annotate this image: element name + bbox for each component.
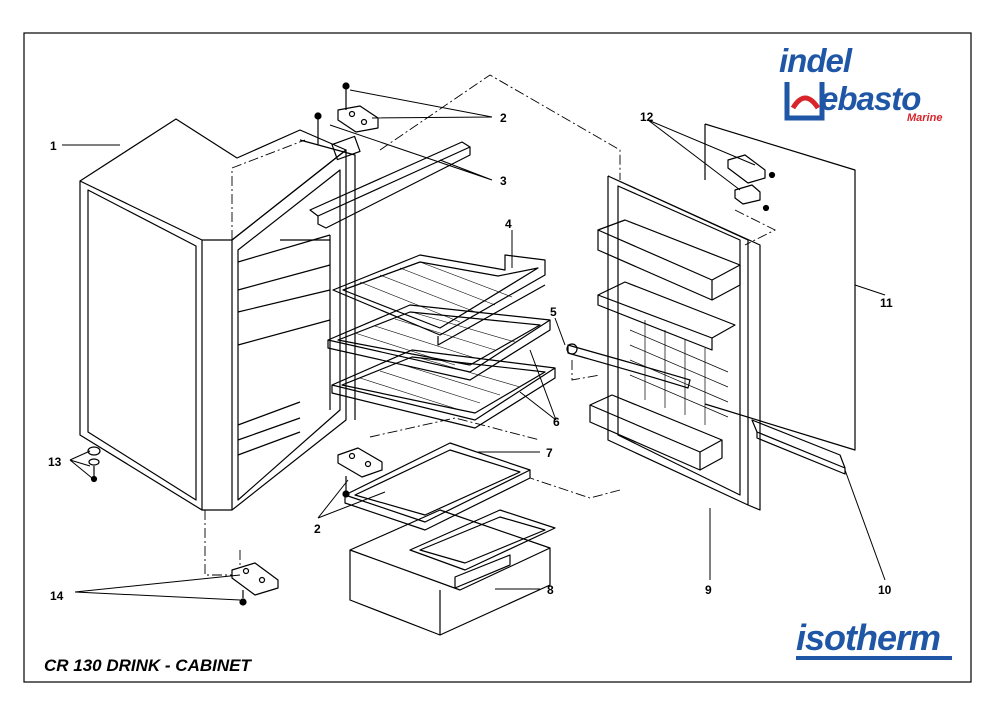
label-9: 9 — [705, 583, 712, 597]
leader-lines — [62, 89, 886, 601]
top-bracket-rail — [309, 135, 471, 229]
label-8: 8 — [547, 583, 554, 597]
bottom-hinge-bracket — [337, 447, 383, 498]
label-7: 7 — [546, 446, 553, 460]
label-13: 13 — [48, 455, 62, 469]
label-1: 1 — [50, 139, 57, 153]
diagram-title: CR 130 DRINK - CABINET — [44, 656, 251, 675]
adjustable-feet — [87, 446, 101, 483]
label-10: 10 — [878, 583, 892, 597]
base-hinge-plate — [231, 562, 279, 606]
shelf-middle — [327, 304, 551, 381]
door-panel — [589, 175, 761, 511]
cabinet-body — [79, 118, 356, 511]
shelf-bottom — [331, 349, 556, 429]
shelf-top — [332, 254, 546, 346]
label-2-bottom: 2 — [314, 522, 321, 536]
door-latch — [727, 154, 776, 212]
label-6: 6 — [553, 415, 560, 429]
top-hinge-bracket — [314, 82, 379, 145]
webasto-w-mark — [784, 82, 825, 121]
crisper-drawer — [349, 509, 556, 636]
door-gasket-strip — [751, 419, 846, 475]
shelf-grid-lines — [354, 261, 521, 411]
assembly-lines — [204, 74, 777, 576]
page-border — [23, 32, 972, 683]
door-handle — [566, 343, 691, 389]
marine-logo-text: Marine — [907, 112, 943, 124]
label-3: 3 — [500, 174, 507, 188]
label-5: 5 — [550, 305, 557, 319]
indel-logo-text: indel — [779, 42, 852, 79]
isotherm-underline — [796, 656, 952, 660]
isotherm-logo-text: isotherm — [796, 617, 941, 658]
label-14: 14 — [50, 589, 64, 603]
part-labels: 1 2 3 4 5 6 7 2 8 9 10 11 12 13 14 — [48, 110, 893, 603]
webasto-logo-text: ebasto — [820, 80, 921, 117]
crisper-lid — [344, 442, 531, 531]
decor-panel — [704, 123, 856, 451]
label-12: 12 — [640, 110, 654, 124]
label-4: 4 — [505, 217, 512, 231]
label-11: 11 — [880, 296, 893, 310]
label-2-top: 2 — [500, 111, 507, 125]
